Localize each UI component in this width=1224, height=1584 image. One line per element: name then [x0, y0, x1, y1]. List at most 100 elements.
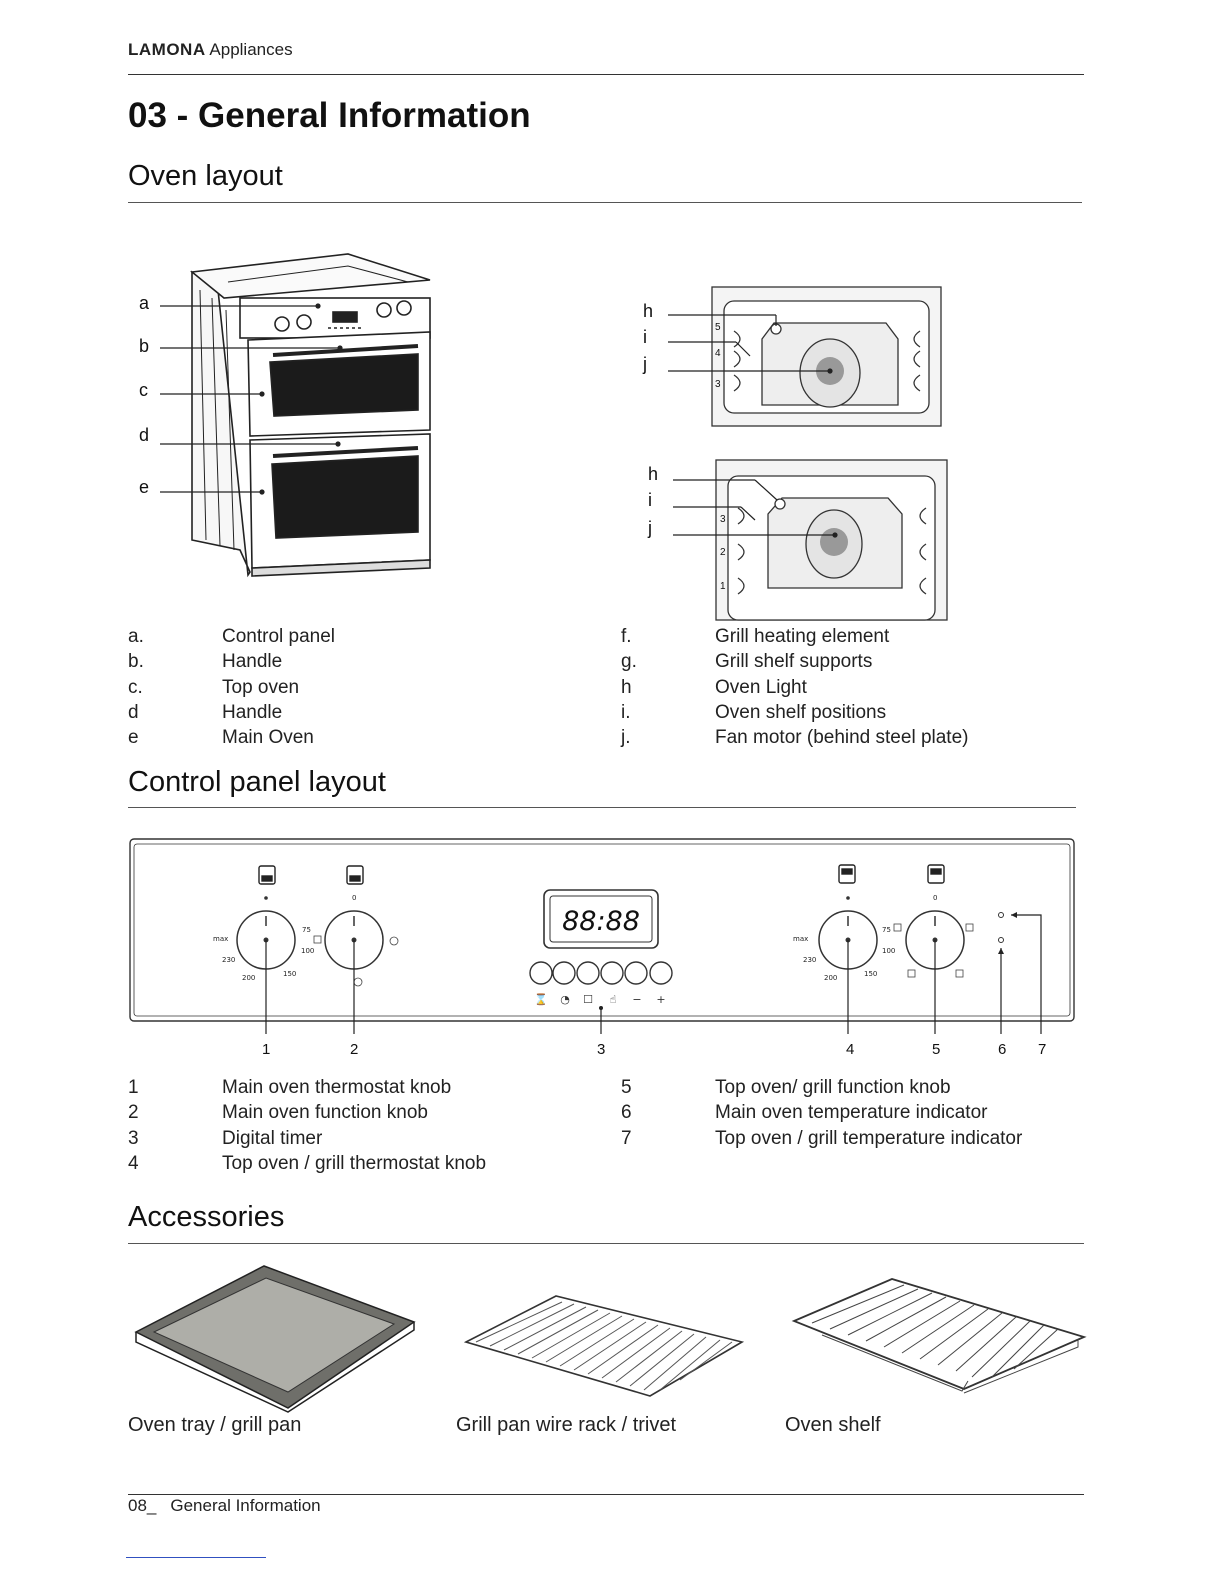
knob-mark-100: 100 [882, 947, 895, 955]
legend-row: 3 Digital timer [128, 1126, 608, 1151]
legend-label: Top oven / grill temperature indicator [715, 1127, 1023, 1149]
legend-label: Fan motor (behind steel plate) [715, 727, 969, 749]
legend-key: j. [621, 727, 631, 749]
footer-section-name: General Information [170, 1496, 321, 1515]
legend-key: c. [128, 676, 143, 698]
legend-row: a. Control panel [128, 624, 578, 649]
legend-label: Handle [222, 651, 283, 673]
legend-key: d [128, 701, 139, 723]
legend-key: 3 [128, 1127, 139, 1149]
legend-row: i. Oven shelf positions [621, 700, 1081, 725]
knob-mark-200: 200 [824, 974, 837, 982]
timer-button-icon: + [656, 993, 665, 1006]
callout-b: b [139, 336, 150, 356]
legend-label: Top oven [222, 676, 300, 698]
control-callout-6: 6 [998, 1041, 1007, 1058]
control-callout-4: 4 [846, 1041, 855, 1058]
legend-row: j. Fan motor (behind steel plate) [621, 725, 1081, 750]
top-shelf-4: 4 [715, 348, 721, 359]
control-callout-3: 3 [597, 1041, 606, 1058]
section-rule [128, 1243, 1084, 1244]
callout-a: a [139, 293, 150, 313]
legend-key: 5 [621, 1077, 632, 1098]
legend-row: f.Grill heating element [621, 624, 1081, 649]
callout-c: c [139, 380, 148, 400]
knob-mark-zero: 0 [352, 894, 356, 902]
accessory-caption: Grill pan wire rack / trivet [456, 1414, 677, 1436]
knob-mark-230: 230 [222, 956, 235, 964]
wire-rack-illustration [463, 1295, 745, 1397]
main-cavity-callout-lines [673, 479, 838, 538]
legend-key: 4 [128, 1152, 139, 1174]
legend-key: 2 [128, 1102, 139, 1124]
section-title-control-panel: Control panel layout [128, 766, 386, 798]
legend-key: a. [128, 626, 144, 647]
control-callout-2: 2 [350, 1041, 359, 1058]
oven-shelf-illustration [791, 1278, 1087, 1394]
section-title-accessories: Accessories [128, 1201, 285, 1233]
timer-button-icon: ⌛ [534, 993, 548, 1006]
legend-key: g. [621, 651, 637, 673]
top-shelf-5: 5 [715, 322, 721, 333]
main-callout-h: h [648, 464, 659, 484]
top-callout-h: h [643, 301, 654, 321]
main-oven-cavity-illustration [715, 459, 948, 621]
control-panel-illustration: max 230 200 150 100 75 0 max 230 200 150… [129, 838, 1075, 1034]
page-footer: 08_ General Information [128, 1496, 321, 1516]
knob-mark-zero: 0 [933, 894, 937, 902]
knob-mark-max: max [793, 935, 808, 943]
top-callout-j: j [643, 354, 647, 374]
legend-label: Control panel [222, 626, 336, 647]
control-callout-7: 7 [1038, 1041, 1047, 1058]
control-callout-5: 5 [932, 1041, 941, 1058]
bottom-link-underline [126, 1557, 266, 1558]
legend-row: 4 Top oven / grill thermostat knob [128, 1151, 608, 1176]
legend-label: Top oven/ grill function knob [715, 1077, 951, 1098]
legend-key: i. [621, 701, 631, 723]
main-shelf-1: 1 [720, 581, 726, 592]
footer-rule [128, 1494, 1084, 1495]
legend-label: Top oven / grill thermostat knob [222, 1152, 487, 1174]
legend-row: 2 Main oven function knob [128, 1100, 608, 1125]
legend-label: Main oven temperature indicator [715, 1102, 988, 1124]
legend-label: Main oven thermostat knob [222, 1077, 452, 1098]
brand-suffix: Appliances [209, 40, 293, 59]
legend-row: b.Handle [128, 649, 578, 674]
main-shelf-2: 2 [720, 547, 726, 558]
callout-d: d [139, 425, 150, 445]
legend-label: Main Oven [222, 727, 314, 749]
section-title-oven-layout: Oven layout [128, 160, 283, 192]
top-cavity-callout-lines [668, 314, 833, 374]
knob-mark-75: 75 [302, 926, 311, 934]
main-shelf-3: 3 [720, 514, 726, 525]
legend-label: Main oven function knob [222, 1102, 428, 1124]
legend-label: Oven shelf positions [715, 701, 887, 723]
legend-key: f. [621, 626, 632, 647]
legend-key: 1 [128, 1077, 139, 1098]
knob-mark-200: 200 [242, 974, 255, 982]
timer-button-icon: ◔ [560, 993, 570, 1006]
oven-legend-left: a. Control panel b.Handle c. Top oven d Han… [128, 624, 578, 750]
page-number: 08_ [128, 1496, 157, 1515]
page-title: 03 - General Information [128, 96, 531, 135]
control-legend-left: 1 Main oven thermostat knob 2 Main oven fu… [128, 1075, 608, 1176]
brand-header: LAMONA Appliances [128, 40, 293, 60]
knob-mark-100: 100 [301, 947, 314, 955]
legend-label: Digital timer [222, 1127, 323, 1149]
top-callout-i: i [643, 327, 647, 347]
knob-mark-150: 150 [864, 970, 877, 978]
timer-button-icon: ☝ [610, 993, 617, 1006]
main-callout-j: j [648, 518, 652, 538]
timer-display: 88:88 [562, 906, 640, 937]
section-rule [128, 807, 1076, 808]
accessory-caption: Oven shelf [785, 1414, 881, 1436]
header-rule [128, 74, 1084, 75]
oven-tray-illustration [134, 1265, 416, 1413]
knob-mark-230: 230 [803, 956, 816, 964]
control-callout-1: 1 [262, 1041, 271, 1058]
